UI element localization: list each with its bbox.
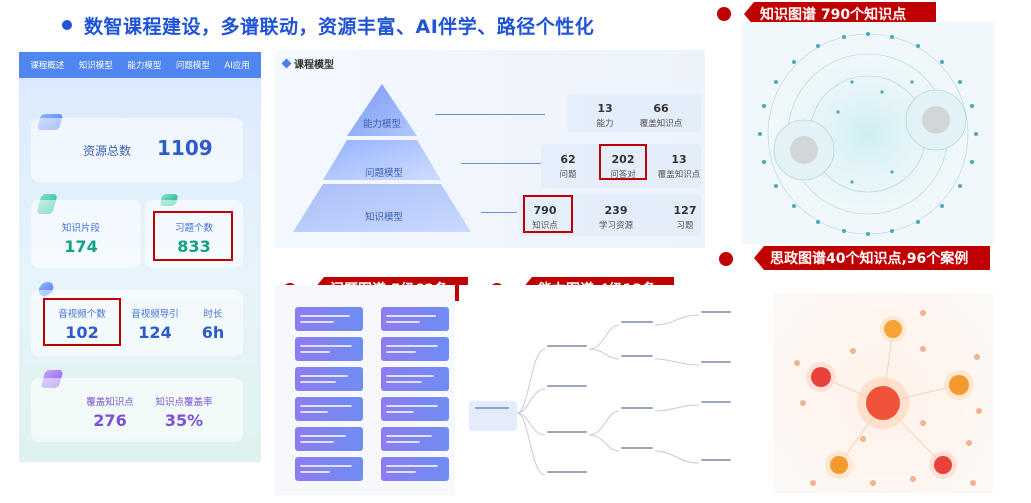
ability-node — [621, 447, 653, 449]
knowledge-fragment-card: 知识片段 174 — [31, 200, 141, 268]
knowledge-point-stat: 790 知识点 — [532, 204, 558, 231]
ability-node — [701, 361, 731, 363]
nav-tab-course-overview[interactable]: 课程概述 — [30, 61, 65, 71]
problem-node — [295, 427, 363, 451]
highlight-box-audio-video — [43, 298, 121, 346]
covered-points-stat: 覆盖知识点 276 — [86, 397, 134, 430]
problem-node — [381, 427, 449, 451]
duration-stat: 时长 6h — [201, 309, 225, 342]
highlight-box-qa — [599, 144, 647, 180]
connector-problem — [461, 163, 541, 164]
layer-label-problem: 问题模型 — [365, 168, 404, 179]
resource-total-label: 资源总数 — [83, 144, 132, 158]
problem-stat: 62 问题 — [559, 153, 577, 180]
ability-node — [701, 311, 731, 313]
ability-graph-tree — [469, 314, 700, 476]
banner-dot-knowledge — [717, 7, 731, 21]
knowledge-row — [519, 194, 701, 236]
problem-covered-points-stat: 13 覆盖知识点 — [657, 153, 701, 180]
ability-node — [547, 431, 587, 433]
model-pyramid — [293, 84, 471, 232]
ability-node — [621, 355, 653, 357]
ability-node — [701, 459, 731, 461]
knowledge-graph-network — [748, 28, 988, 240]
ideological-graph-network — [794, 310, 982, 486]
resource-total-value: 1109 — [157, 136, 213, 160]
problem-node — [295, 367, 363, 391]
problem-node — [381, 367, 449, 391]
nav-tab-problem-model[interactable]: 问题模型 — [175, 61, 210, 71]
exercise-count-stat: 习题个数 833 — [174, 223, 213, 256]
layer-label-knowledge: 知识模型 — [365, 212, 404, 223]
problem-node — [295, 337, 363, 361]
audio-video-stat: 音视频个数 102 — [58, 309, 106, 342]
nav-tab-knowledge-model[interactable]: 知识模型 — [78, 61, 113, 71]
problem-graph-image — [275, 285, 455, 495]
problem-node — [381, 397, 449, 421]
highlight-box-exercise — [153, 211, 233, 261]
problem-node — [295, 457, 363, 481]
resource-stats-panel: 课程概述 知识模型 能力模型 问题模型 AI应用 资源总数 1109 知识片段 … — [19, 52, 261, 462]
knowledge-graph-image — [742, 22, 994, 244]
connector-knowledge — [481, 212, 517, 213]
problem-node — [381, 457, 449, 481]
headline-text: 数智课程建设，多谱联动，资源丰富、AI伴学、路径个性化 — [84, 15, 595, 38]
ability-graph-image — [459, 285, 741, 495]
connector-ability — [435, 114, 545, 115]
nav-tab-ability-model[interactable]: 能力模型 — [127, 61, 162, 71]
course-nav-bar: 课程概述 知识模型 能力模型 问题模型 AI应用 — [19, 52, 261, 78]
banner-dot-ideological — [719, 252, 733, 266]
bullet-dot-icon — [62, 20, 72, 30]
highlight-box-knowledge — [523, 195, 573, 233]
course-model-title: 课程模型 — [294, 60, 334, 71]
ability-node — [701, 401, 731, 403]
ability-node — [547, 471, 587, 473]
course-model-panel: 课程模型 能力模型 问题模型 知识模型 13 能力 66 覆盖知识点 62 问题… — [275, 50, 705, 248]
ability-stat: 13 能力 — [596, 102, 614, 129]
headline: 数智课程建设，多谱联动，资源丰富、AI伴学、路径个性化 — [62, 10, 594, 40]
coverage-card: 覆盖知识点 276 知识点覆盖率 35% — [31, 378, 243, 442]
audio-video-guide-stat: 音视频导引 124 — [131, 309, 179, 342]
ability-node — [621, 321, 653, 323]
ability-node — [621, 407, 653, 409]
exercise-stat: 127 习题 — [673, 204, 697, 231]
problem-row — [541, 144, 701, 188]
ability-node — [547, 345, 587, 347]
qa-pair-stat: 202 问答对 — [610, 153, 636, 180]
coverage-rate-stat: 知识点覆盖率 35% — [155, 397, 213, 430]
ability-row — [567, 94, 701, 132]
layer-label-ability: 能力模型 — [363, 119, 402, 130]
course-model-header: 课程模型 — [281, 56, 334, 71]
ideological-graph-image — [773, 293, 993, 493]
problem-node — [381, 337, 449, 361]
diamond-icon — [281, 58, 292, 69]
ability-covered-points-stat: 66 覆盖知识点 — [639, 102, 683, 129]
problem-node — [295, 397, 363, 421]
knowledge-fragment-stat: 知识片段 174 — [61, 223, 100, 256]
ideological-graph-banner: 思政图谱40个知识点,96个案例 — [754, 246, 990, 270]
resource-total-card: 资源总数 1109 — [31, 118, 243, 182]
learning-resource-stat: 239 学习资源 — [598, 204, 633, 231]
problem-node — [295, 307, 363, 331]
problem-node — [381, 307, 449, 331]
nav-tab-ai-application[interactable]: AI应用 — [224, 61, 250, 71]
audio-video-card: 音视频个数 102 音视频导引 124 时长 6h — [31, 290, 243, 356]
ability-node — [547, 385, 587, 387]
